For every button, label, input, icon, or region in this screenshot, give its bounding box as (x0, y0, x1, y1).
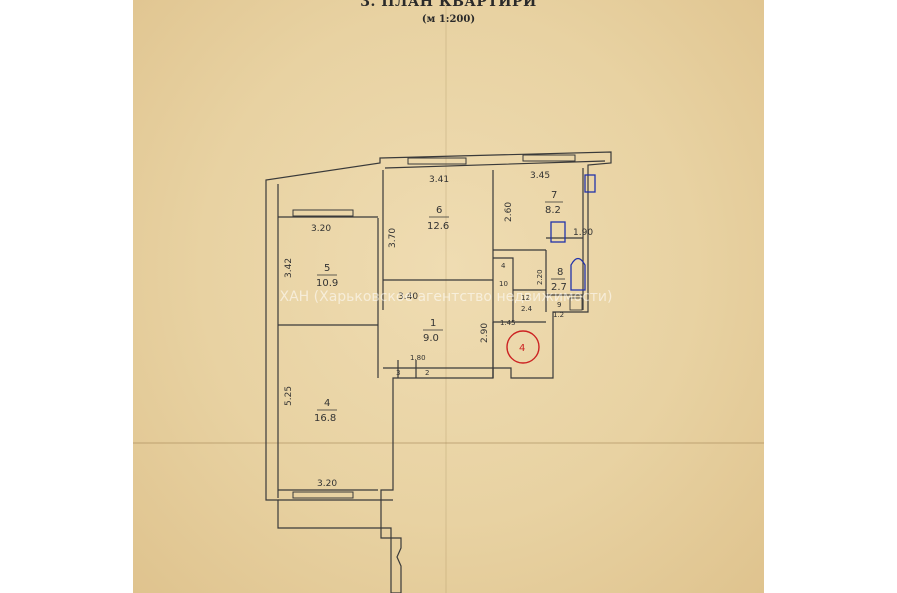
outer-wall-inner (277, 160, 606, 498)
room-number: 2 (425, 369, 429, 377)
room-area: 2.7 (551, 282, 567, 293)
room-area: 2.4 (521, 305, 533, 313)
dim-side-room7: 2.60 (504, 202, 514, 222)
room-area: 10.9 (316, 278, 338, 289)
stamp-circle (506, 330, 540, 364)
dim-top-room6: 3.41 (429, 175, 449, 185)
dim-top-room7: 3.45 (530, 171, 550, 181)
dim-kitchen-width: 1.90 (573, 228, 593, 238)
paper-fold (445, 0, 447, 593)
room-9: 9 1.2 (553, 301, 564, 319)
room-number: 1 (430, 318, 436, 329)
room-1: 1 9.0 (423, 318, 443, 344)
wall-hall (383, 360, 493, 378)
dim-bath: 2.20 (536, 269, 544, 285)
room-area: 16.8 (314, 413, 336, 424)
dim-top-room5: 3.20 (311, 224, 331, 234)
room-number: 9 (557, 301, 561, 309)
room-10: 4 10 (499, 262, 508, 288)
wall-5-6 (377, 170, 384, 378)
room-number: 12 (521, 294, 530, 302)
room-7: 7 8.2 (545, 190, 563, 216)
room-number: 8 (557, 267, 563, 278)
wall-7-bottom (493, 249, 547, 312)
room-2: 2 (425, 369, 429, 377)
dim-side-room5: 3.42 (284, 258, 294, 278)
dim-side-room1: 2.90 (480, 323, 490, 343)
plan-title: 3. ПЛАН КВАРТИРИ (360, 0, 537, 10)
room-4: 4 16.8 (314, 398, 337, 424)
room-number: 4 (501, 262, 506, 270)
wall-corridor (492, 321, 546, 378)
room-number: 5 (324, 263, 330, 274)
toilet-icon (569, 297, 583, 311)
wall-4-bottom (278, 489, 393, 501)
floor-plan-document: 3. ПЛАН КВАРТИРИ (м 1:200) (133, 0, 764, 593)
bathtub-icon (570, 257, 586, 291)
room-8: 8 2.7 (551, 267, 567, 293)
room-6: 6 12.6 (427, 205, 449, 232)
room-area: 9.0 (423, 333, 439, 344)
window-room7 (522, 154, 576, 162)
stamp-number: 4 (519, 343, 525, 354)
paper-fold (133, 442, 764, 444)
room-number: 6 (436, 205, 442, 216)
window-room6 (407, 157, 467, 165)
room-number: 4 (324, 398, 330, 409)
room-area: 8.2 (545, 205, 561, 216)
dim-top-room1: 3.40 (398, 292, 418, 302)
room-area: 1.2 (553, 311, 564, 319)
dim-side-room4: 5.25 (284, 386, 294, 406)
room-area: 12.6 (427, 221, 449, 232)
dim-bottom-room4: 3.20 (317, 479, 337, 489)
watermark-text: ХАН (Харьковское агентство недвижимости) (279, 289, 613, 305)
dim-hall: 1.80 (410, 354, 426, 362)
dim-side-room6: 3.70 (388, 228, 398, 248)
room-number: 10 (499, 280, 508, 288)
room-5: 5 10.9 (316, 263, 338, 289)
window-room5 (292, 209, 354, 217)
plan-scale: (м 1:200) (421, 14, 476, 25)
window-room4 (292, 491, 354, 499)
room-number: 7 (551, 190, 557, 201)
stove-icon (584, 174, 596, 193)
wall-small-rooms (493, 257, 546, 323)
apartment-plan: 4 3.41 3.45 3.20 3.70 3.42 2.60 1.90 3.4… (265, 151, 612, 593)
sink-icon (550, 221, 566, 243)
dim-corridor: 1.45 (500, 319, 516, 327)
room-number: 3 (396, 369, 400, 377)
room-12: 12 2.4 (521, 294, 533, 313)
room-3: 3 (396, 369, 400, 377)
outer-wall (265, 151, 612, 593)
